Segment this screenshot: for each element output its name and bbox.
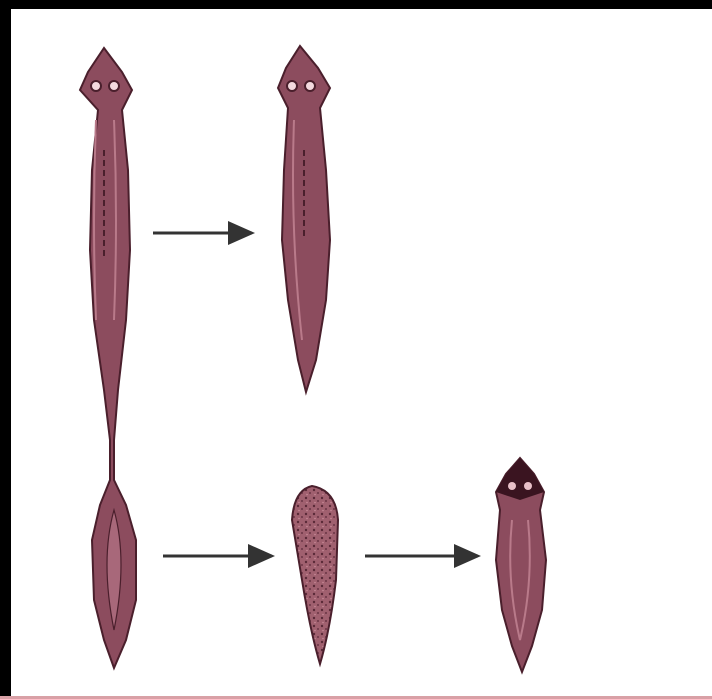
- blastema-body: [292, 486, 338, 664]
- head-fragment: [278, 46, 330, 392]
- parent-worm-eye-left: [91, 81, 101, 91]
- regenerating-blastema: [292, 486, 338, 664]
- head-fragment-eye-left: [287, 81, 297, 91]
- head-fragment-eye-right: [305, 81, 315, 91]
- head-fragment-body: [278, 46, 330, 392]
- regenerated-worm-eye-right: [524, 482, 532, 490]
- regenerated-worm-eye-left: [508, 482, 516, 490]
- regenerated-worm: [496, 458, 546, 672]
- parent-worm: [80, 48, 136, 668]
- parent-worm-eye-right: [109, 81, 119, 91]
